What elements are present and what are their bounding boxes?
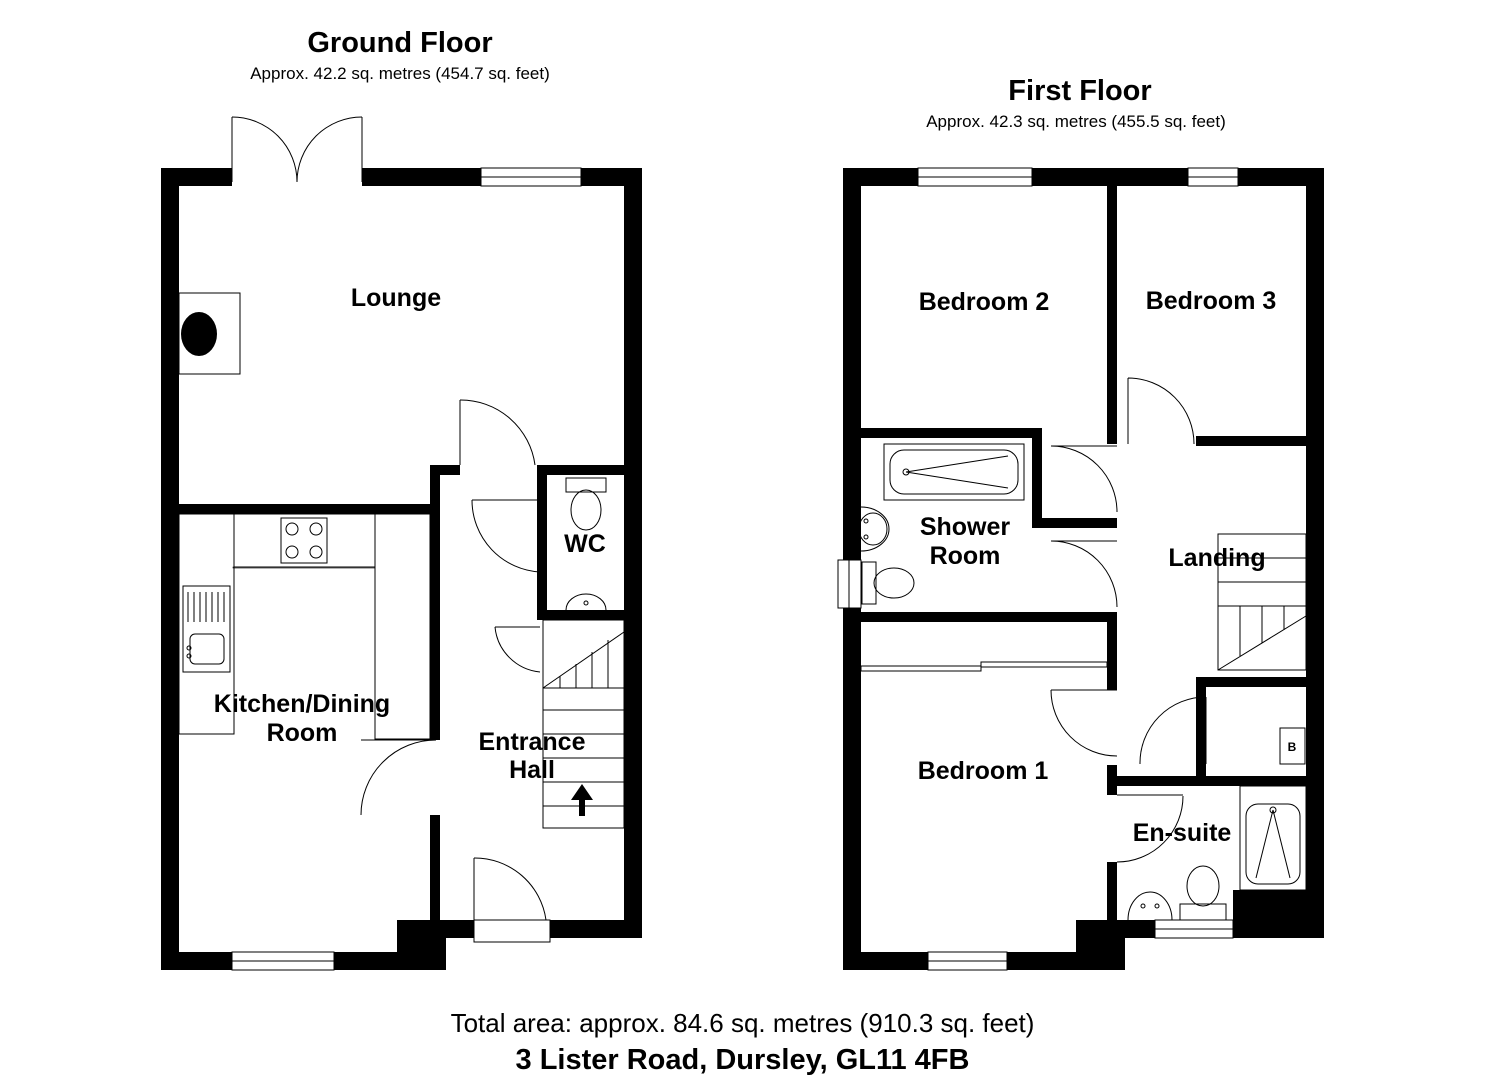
shower-room-toilet-icon [861, 561, 915, 605]
hob-icon [280, 517, 328, 564]
lounge-label: Lounge [351, 284, 441, 312]
boiler-label: B [1288, 740, 1297, 754]
first-floor-windows [837, 167, 1239, 971]
ground-floor-title: Ground Floor [307, 27, 493, 59]
ground-floor-area: Approx. 42.2 sq. metres (454.7 sq. feet) [250, 64, 550, 83]
first-floor-area: Approx. 42.3 sq. metres (455.5 sq. feet) [926, 112, 1226, 131]
shower-room-label-line1: Shower [920, 513, 1011, 541]
landing-label: Landing [1168, 544, 1265, 572]
ensuite-shower-icon [1239, 785, 1307, 891]
kitchen-label-line2: Room [267, 719, 338, 747]
wardrobe-doors [860, 661, 1108, 672]
kitchen-label-line1: Kitchen/Dining [214, 690, 390, 718]
wc-toilet-icon [565, 477, 607, 531]
ensuite-basin-icon [1127, 891, 1173, 921]
kitchen-sink-icon [182, 585, 231, 673]
ground-floor-windows [231, 167, 582, 971]
stairs-up-arrow-icon [571, 784, 593, 816]
property-address: 3 Lister Road, Dursley, GL11 4FB [515, 1044, 970, 1076]
fireplace [178, 292, 241, 375]
ensuite-toilet-icon [1179, 865, 1227, 921]
bedroom-2-label: Bedroom 2 [919, 288, 1050, 316]
ground-floor-plan: Lounge Kitchen/Dining Room WC Entrance H… [161, 116, 642, 971]
total-area: Total area: approx. 84.6 sq. metres (910… [450, 1008, 1035, 1038]
wc-label: WC [564, 530, 606, 558]
shower-room-basin-icon [858, 506, 890, 552]
bedroom-1-label: Bedroom 1 [918, 757, 1049, 785]
first-floor-title: First Floor [1008, 75, 1152, 107]
wc-basin-icon [565, 593, 607, 611]
entrance-hall-label-line2: Hall [509, 756, 555, 784]
shower-tray-icon [883, 443, 1025, 501]
ground-floor-walls [161, 168, 642, 970]
kitchen-units [178, 513, 431, 740]
french-doors [231, 116, 363, 183]
ensuite-label: En-suite [1133, 819, 1232, 847]
ground-floor-doors [360, 399, 547, 921]
first-floor-plan: B Bedroom 2 Bedroom 3 Shower Room Landin… [837, 167, 1324, 971]
first-floor-doors [1050, 377, 1207, 863]
shower-room-label-line2: Room [930, 542, 1001, 570]
boiler-icon: B [1279, 727, 1306, 765]
entrance-hall-label-line1: Entrance [479, 728, 586, 756]
floor-plan: Lounge Kitchen/Dining Room WC Entrance H… [161, 116, 1324, 971]
bedroom-3-label: Bedroom 3 [1146, 287, 1277, 315]
first-floor-stairs [1217, 533, 1307, 671]
ground-floor-stairs [542, 619, 625, 829]
